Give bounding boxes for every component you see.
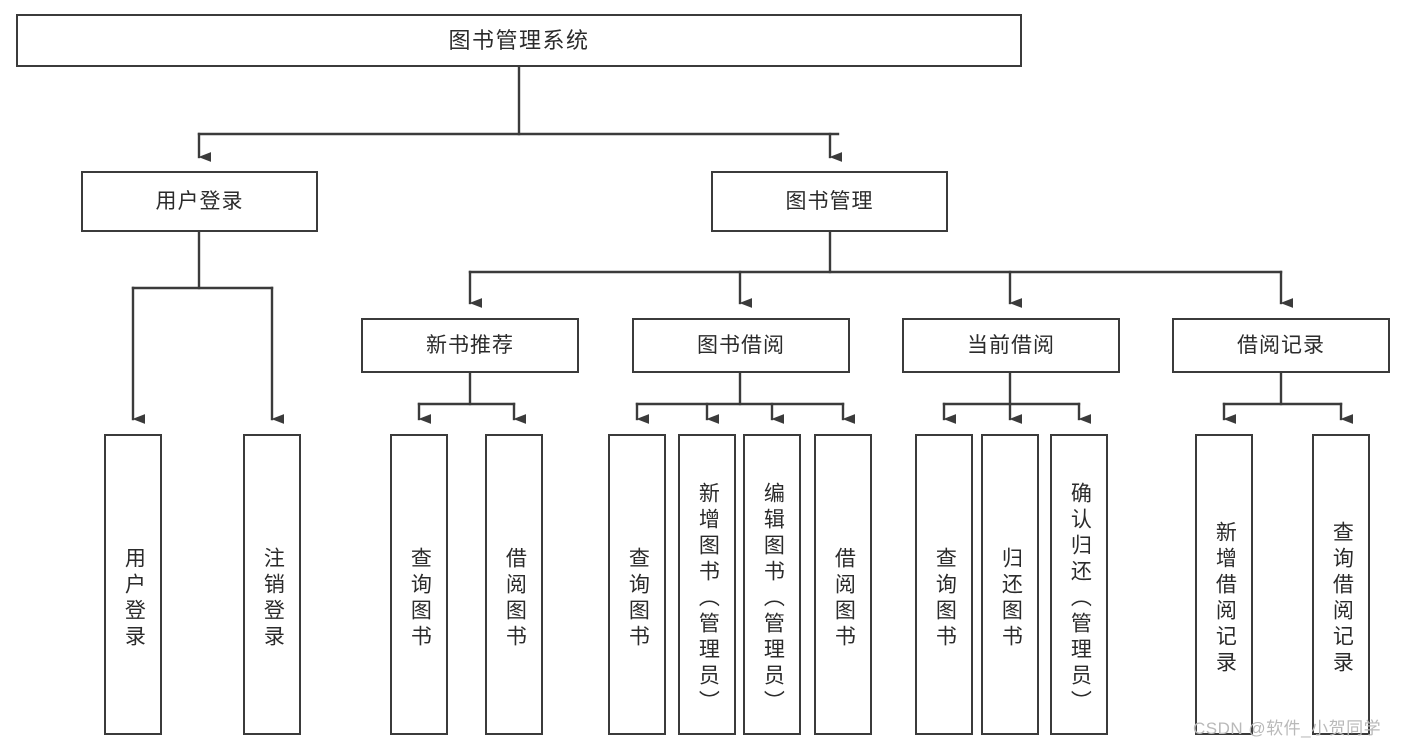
leaf-current-borrow-confirm-return-admin[interactable]: 确认归还（管理员） [1050,434,1108,735]
node-label: 用户登录 [122,546,146,651]
leaf-new-book-query-book[interactable]: 查询图书 [390,434,448,735]
node-label: 新增借阅记录 [1213,520,1237,677]
node-current-borrowing[interactable]: 当前借阅 [902,318,1120,373]
leaf-current-borrow-return-book[interactable]: 归还图书 [981,434,1039,735]
node-label: 当前借阅 [967,334,1055,357]
node-label: 注销登录 [261,546,285,651]
node-label: 查询图书 [626,546,650,651]
node-root-book-management-system[interactable]: 图书管理系统 [16,14,1022,67]
node-label: 新增图书（管理员） [696,481,720,716]
node-book-borrowing[interactable]: 图书借阅 [632,318,850,373]
node-label: 用户登录 [155,190,244,213]
node-label: 归还图书 [999,546,1023,651]
node-label: 查询图书 [408,546,432,651]
leaf-borrow-records-query-record[interactable]: 查询借阅记录 [1312,434,1370,735]
leaf-user-login-logout[interactable]: 注销登录 [243,434,301,735]
csdn-watermark: CSDN @软件_小贺同学 [1193,719,1382,738]
node-label: 借阅图书 [503,546,527,651]
leaf-book-borrow-borrow-book[interactable]: 借阅图书 [814,434,872,735]
node-book-management[interactable]: 图书管理 [711,171,948,232]
leaf-new-book-borrow-book[interactable]: 借阅图书 [485,434,543,735]
leaf-borrow-records-add-record[interactable]: 新增借阅记录 [1195,434,1253,735]
node-label: 编辑图书（管理员） [761,481,785,716]
node-label: 图书管理系统 [448,27,590,53]
node-label: 新书推荐 [426,334,514,357]
node-label: 借阅记录 [1237,334,1325,357]
node-label: 借阅图书 [832,546,856,651]
node-new-book-recommendation[interactable]: 新书推荐 [361,318,579,373]
node-label: 查询借阅记录 [1330,520,1354,677]
leaf-current-borrow-query-book[interactable]: 查询图书 [915,434,973,735]
leaf-book-borrow-edit-book-admin[interactable]: 编辑图书（管理员） [743,434,801,735]
node-user-login[interactable]: 用户登录 [81,171,318,232]
leaf-user-login-login[interactable]: 用户登录 [104,434,162,735]
node-label: 图书管理 [785,190,874,213]
node-label: 查询图书 [933,546,957,651]
leaf-book-borrow-query-book[interactable]: 查询图书 [608,434,666,735]
node-label: 图书借阅 [697,334,785,357]
node-label: 确认归还（管理员） [1068,481,1092,716]
leaf-book-borrow-add-book-admin[interactable]: 新增图书（管理员） [678,434,736,735]
node-borrow-records[interactable]: 借阅记录 [1172,318,1390,373]
